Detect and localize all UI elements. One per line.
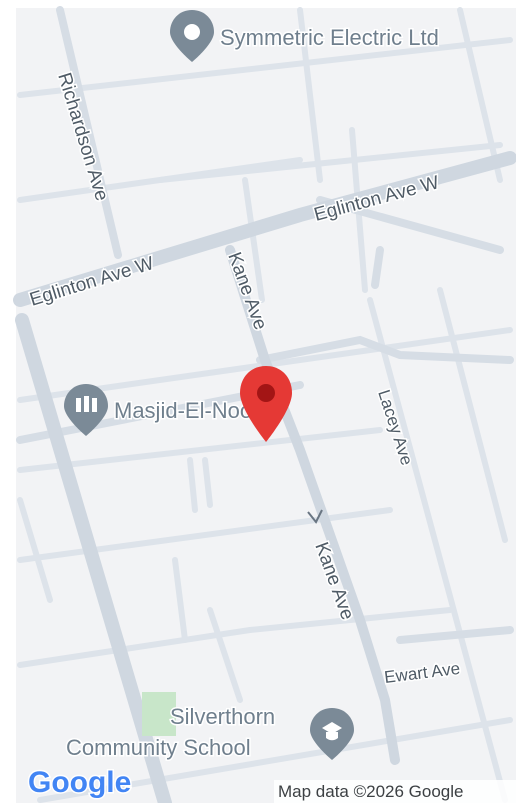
red-location-marker-icon: [240, 366, 292, 442]
school-icon: [310, 708, 354, 760]
poi-label-school-line1: Silverthorn: [170, 704, 275, 729]
google-logo: Google: [27, 765, 133, 801]
major-roads: [13, 151, 516, 808]
map-attribution[interactable]: Map data ©2026 Google: [278, 782, 464, 801]
mosque-icon: [64, 384, 108, 436]
kane-ave-road: [225, 245, 400, 765]
svg-text:Google: Google: [28, 766, 131, 799]
kane-ave-arrow: [307, 509, 323, 524]
park-area: [142, 692, 176, 736]
place-pin-icon: [170, 10, 214, 62]
location-marker[interactable]: [240, 366, 292, 442]
poi-label-symmetric: Symmetric Electric Ltd: [220, 25, 439, 50]
poi-symmetric[interactable]: Symmetric Electric Ltd: [170, 10, 440, 62]
poi-label-school-line2: Community School: [66, 735, 251, 760]
poi-label-masjid: Masjid-El-Noor: [114, 398, 259, 423]
poi-school[interactable]: Silverthorn Community School: [65, 703, 354, 762]
attribution-background: [274, 780, 516, 803]
poi-masjid[interactable]: Masjid-El-Noor: [64, 384, 261, 436]
